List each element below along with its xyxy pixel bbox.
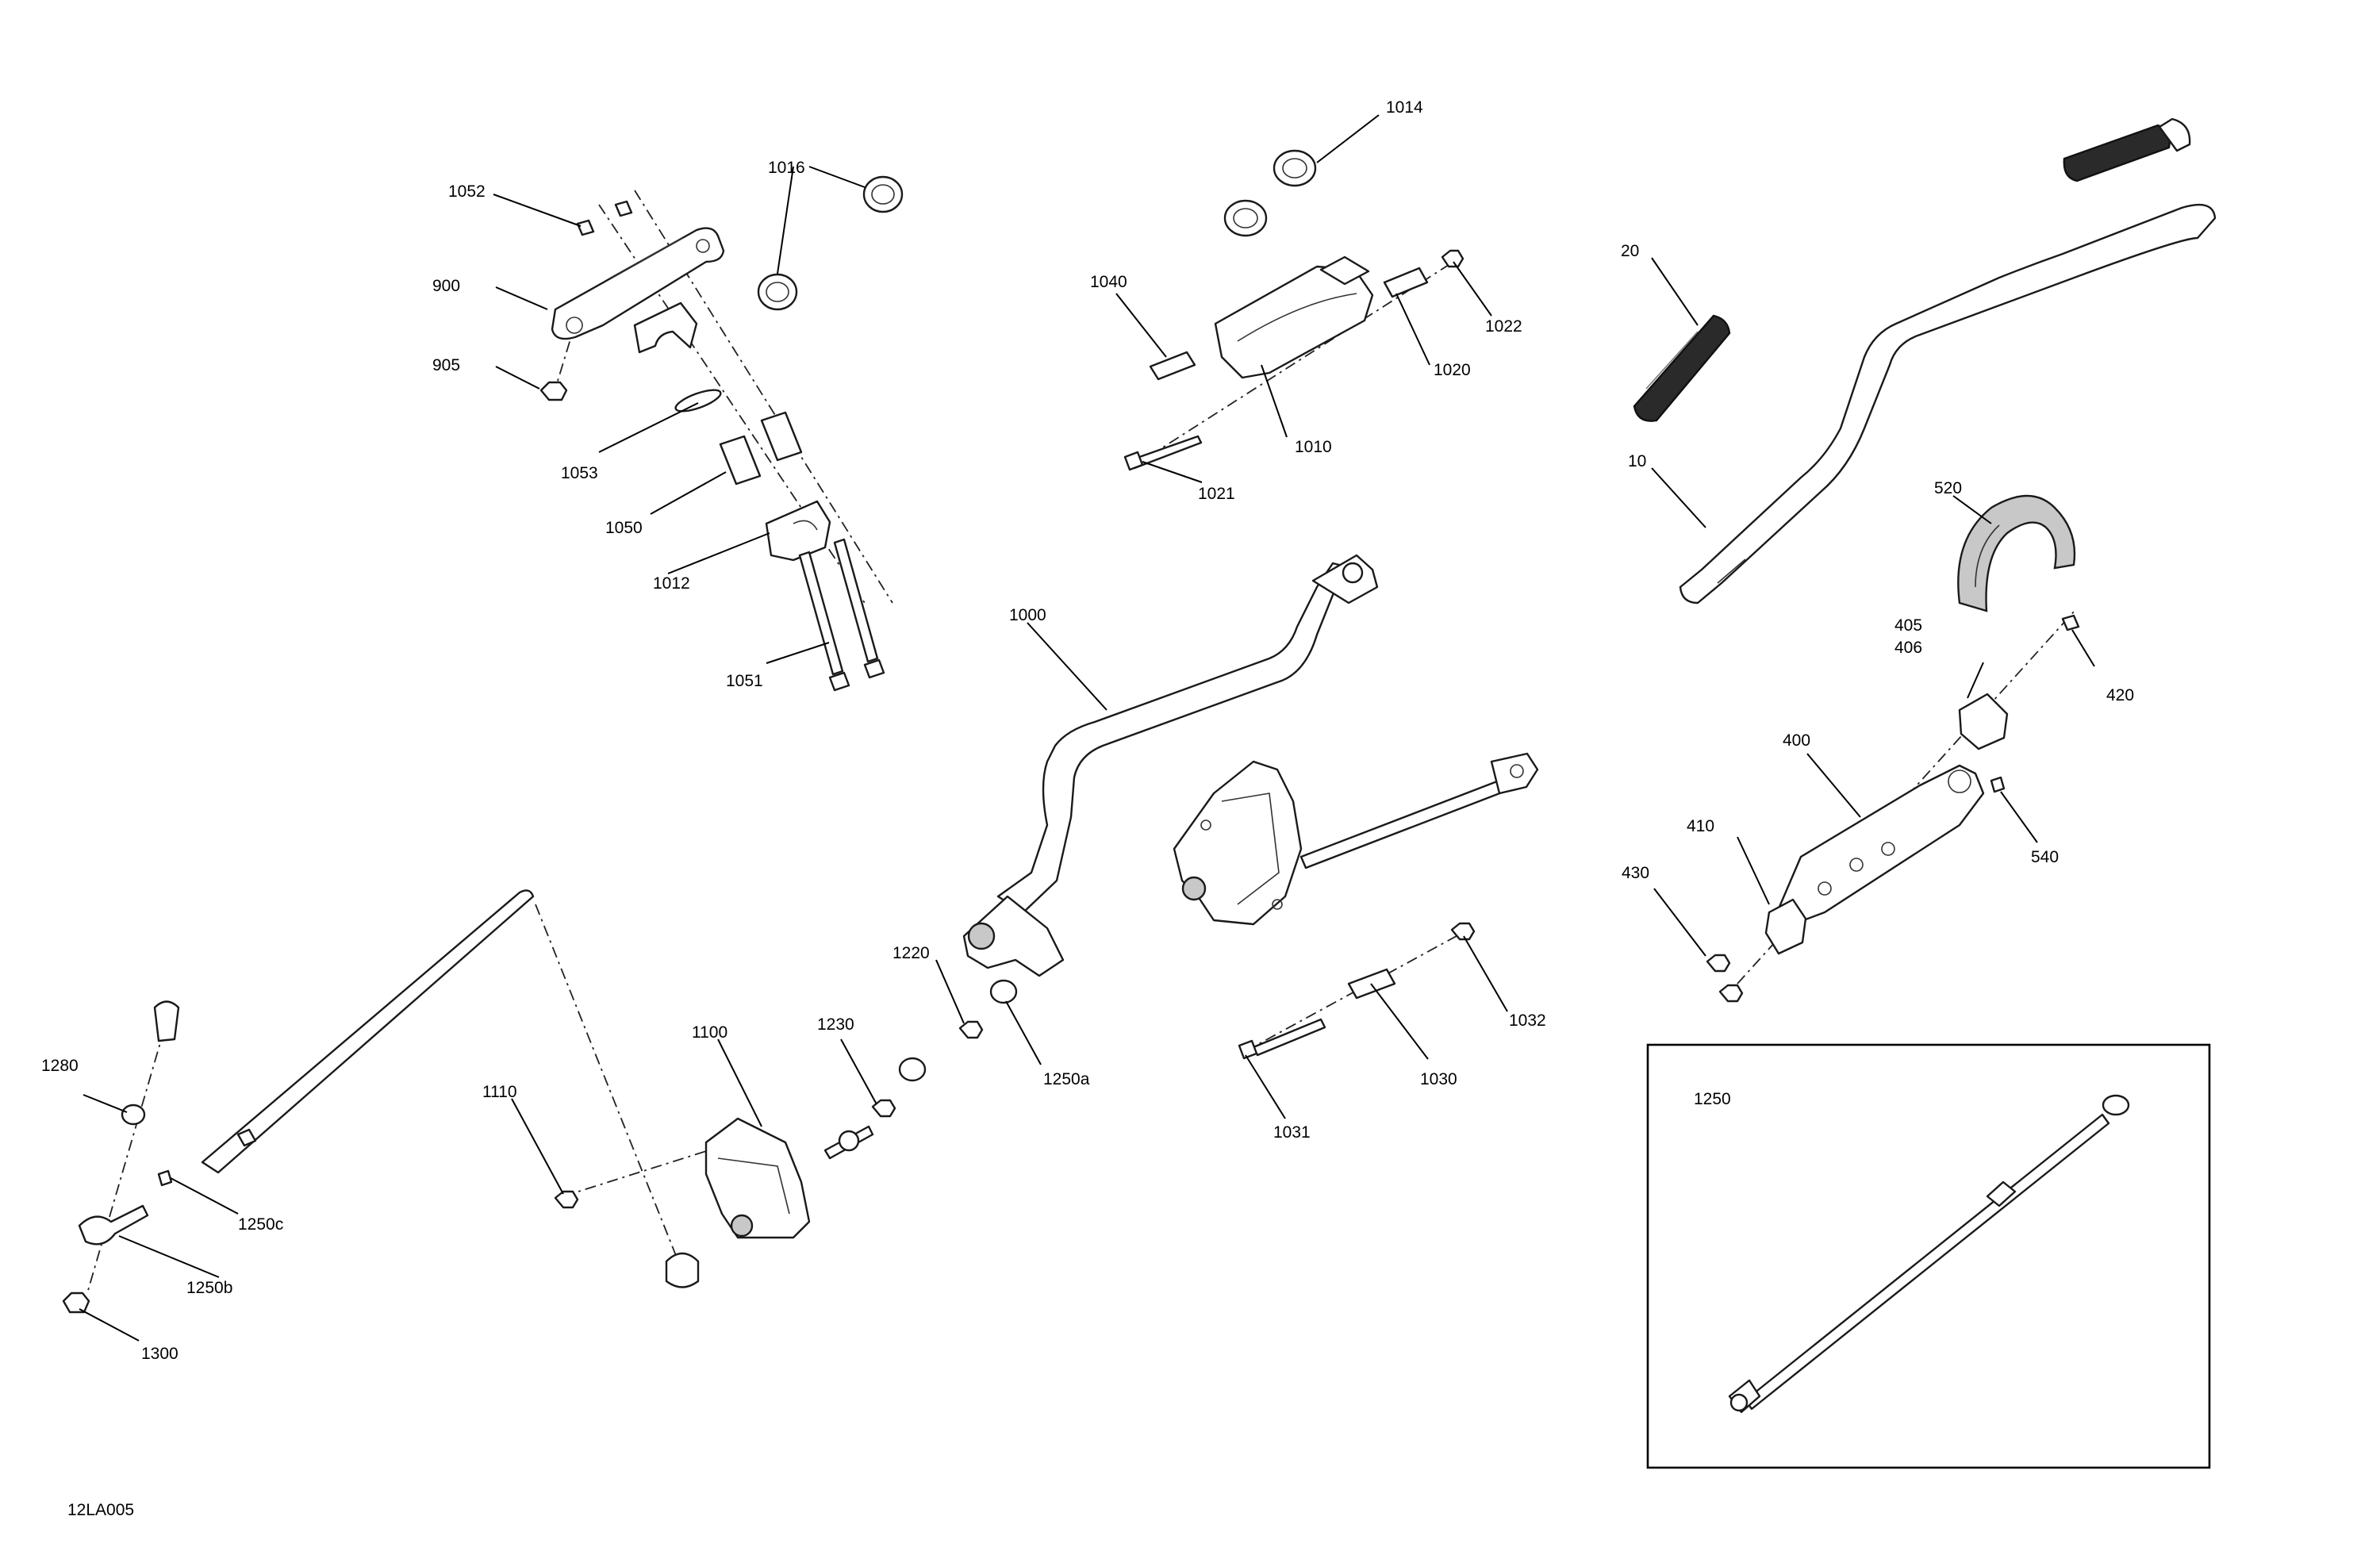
callout-1100: 1100 [692, 1023, 727, 1042]
steering-support-1000 [962, 554, 1379, 977]
callout-10: 10 [1628, 452, 1646, 470]
clip-1250c [157, 1169, 173, 1187]
callout-430: 430 [1622, 864, 1649, 882]
callout-1250a: 1250a [1043, 1070, 1090, 1088]
nut-1110 [554, 1190, 579, 1209]
bolt-sleeve-set-1030 [1238, 922, 1476, 1060]
callout-420: 420 [2106, 686, 2134, 704]
callout-1300: 1300 [141, 1345, 178, 1363]
clip-1052-right [614, 200, 633, 217]
rod-end-1250b [78, 1204, 149, 1246]
callout-400: 400 [1783, 731, 1810, 750]
bolt-1280 [153, 1000, 180, 1042]
callout-1000: 1000 [1009, 606, 1046, 624]
grip-20 [1633, 314, 1731, 422]
leader-lines [79, 114, 2095, 1341]
callout-1012: 1012 [653, 574, 690, 593]
screw-540 [1990, 776, 2006, 793]
callout-1010: 1010 [1295, 438, 1332, 456]
callout-1110: 1110 [482, 1083, 517, 1101]
callout-1022: 1022 [1485, 317, 1522, 336]
diagram-code: 12LA005 [67, 1501, 134, 1519]
callout-1220: 1220 [892, 944, 930, 962]
bushing-lower [665, 1252, 700, 1288]
nut-1220 [958, 1020, 984, 1039]
sleeve-1020 [1383, 267, 1429, 298]
bolt-420 [2061, 614, 2080, 631]
clamp-1010 [1214, 265, 1374, 379]
callout-1016: 1016 [768, 159, 805, 177]
callout-1250b: 1250b [186, 1279, 232, 1297]
cover-1100 [704, 1117, 811, 1239]
callout-1280: 1280 [41, 1057, 79, 1075]
callout-1250c: 1250c [238, 1215, 283, 1234]
steering-shaft-assembly [62, 889, 735, 1314]
handlebar-10 [1679, 204, 2217, 605]
bushing-1014-upper [1273, 149, 1317, 187]
callout-410: 410 [1687, 817, 1714, 835]
steering-column-assembly [1706, 610, 2080, 1003]
callout-1040: 1040 [1090, 273, 1127, 291]
callout-1030: 1030 [1420, 1070, 1457, 1088]
nut-430-b [1718, 984, 1744, 1003]
seal-rings-1016 [757, 175, 904, 311]
nut-905 [539, 381, 568, 401]
callout-406: 406 [1894, 639, 1922, 657]
callout-20: 20 [1621, 242, 1639, 260]
callout-1250: 1250 [1694, 1090, 1731, 1108]
detail-box-1250 [1646, 1043, 2211, 1469]
callout-1052: 1052 [448, 182, 486, 201]
callout-405: 405 [1894, 616, 1922, 635]
shim-ring-1053 [674, 389, 722, 413]
callout-1230: 1230 [817, 1015, 854, 1034]
bracket-405-406 [1958, 693, 2009, 750]
bolt-1051-a [798, 551, 844, 676]
grip-upper-right [2063, 117, 2191, 182]
callout-1014: 1014 [1386, 98, 1423, 117]
pitman-arm-assembly [1173, 752, 1539, 926]
callout-520: 520 [1934, 479, 1962, 497]
column-400 [1775, 764, 1985, 926]
riser-clamp-assembly [539, 190, 893, 692]
bracket-900 [551, 227, 725, 340]
nut-1230 [871, 1099, 896, 1118]
washer-1280 [121, 1104, 146, 1126]
sleeve-1040 [1149, 351, 1196, 381]
callout-1020: 1020 [1434, 361, 1471, 379]
callout-labels: 10 20 400 405 406 410 420 430 520 540 90… [41, 98, 2134, 1519]
callout-1021: 1021 [1198, 485, 1235, 503]
bushing-1014-lower [1223, 199, 1268, 237]
tie-rod-end-set [823, 979, 1018, 1160]
bolt-1051-b [833, 538, 879, 663]
nut-430-a [1706, 954, 1731, 973]
clamp-410 [1764, 898, 1807, 955]
clamp-upper-half [633, 301, 698, 354]
bushing-1250a [989, 979, 1018, 1004]
callout-1032: 1032 [1509, 1011, 1546, 1030]
nut-1300 [62, 1292, 90, 1314]
sleeve-1050-a [719, 435, 762, 486]
clip-1052-left [576, 219, 595, 236]
shaft-long [201, 889, 535, 1174]
callout-1053: 1053 [561, 464, 598, 482]
callout-1050: 1050 [605, 519, 643, 537]
clamp-lower-1012 [765, 500, 831, 562]
handlebar-clamp-assembly [1123, 149, 1464, 471]
nut-1022 [1441, 249, 1464, 268]
callout-905: 905 [432, 356, 460, 374]
callout-1051: 1051 [726, 672, 763, 690]
callout-900: 900 [432, 277, 460, 295]
pad-520 [1957, 494, 2076, 612]
sleeve-1050-b [760, 411, 803, 462]
nut-1032 [1450, 922, 1476, 941]
bushing-1250a-lower [898, 1057, 927, 1082]
callout-540: 540 [2031, 848, 2059, 866]
callout-1031: 1031 [1273, 1123, 1311, 1142]
bolt-1031 [1252, 1018, 1326, 1057]
